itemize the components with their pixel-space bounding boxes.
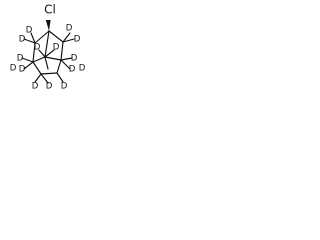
bond-line [44, 30, 50, 58]
bond-line [34, 73, 42, 83]
atom-labels: Cl D D D D D D D D D D D D D D D [10, 3, 86, 92]
deuterium-label: D [79, 64, 86, 74]
deuterium-label: D [69, 65, 76, 75]
deuterium-label: D [17, 54, 24, 64]
bond-line [62, 32, 71, 43]
bond-line [44, 49, 55, 58]
bond-line [23, 61, 34, 70]
bond-line [60, 57, 73, 61]
bond-line [44, 56, 49, 70]
bond-line [32, 56, 46, 63]
deuterium-label: D [34, 43, 41, 53]
deuterium-label: D [19, 35, 26, 45]
chemical-structure-diagram: Cl D D D D D D D D D D D D D D D [10, 3, 86, 92]
deuterium-label: D [71, 54, 78, 64]
bond-line [60, 59, 71, 70]
deuterium-label: D [66, 24, 73, 34]
bond-line [34, 30, 50, 44]
deuterium-label: D [53, 43, 60, 53]
bond-line [56, 59, 62, 74]
bond-line [40, 73, 49, 84]
bond-line [30, 32, 36, 44]
deuterium-label: D [46, 82, 53, 92]
bond-line [48, 30, 64, 43]
bond-line [62, 38, 75, 43]
deuterium-label: D [19, 65, 26, 75]
chlorine-label: Cl [44, 3, 56, 17]
bond-line [38, 49, 46, 58]
bond-line [21, 57, 34, 63]
bond-line [23, 38, 36, 44]
wedge-bond [45, 20, 51, 31]
bond-line [44, 56, 62, 61]
bond-line [32, 61, 42, 75]
deuterium-label: D [32, 82, 39, 92]
bond-line [32, 42, 36, 63]
deuterium-label: D [74, 35, 81, 45]
bond-line [56, 72, 64, 83]
bond-line [60, 41, 64, 61]
deuterium-label: D [26, 26, 33, 36]
deuterium-label: D [61, 82, 68, 92]
bond-layer [21, 20, 75, 84]
deuterium-label: D [10, 64, 17, 74]
bond-line [40, 72, 58, 75]
